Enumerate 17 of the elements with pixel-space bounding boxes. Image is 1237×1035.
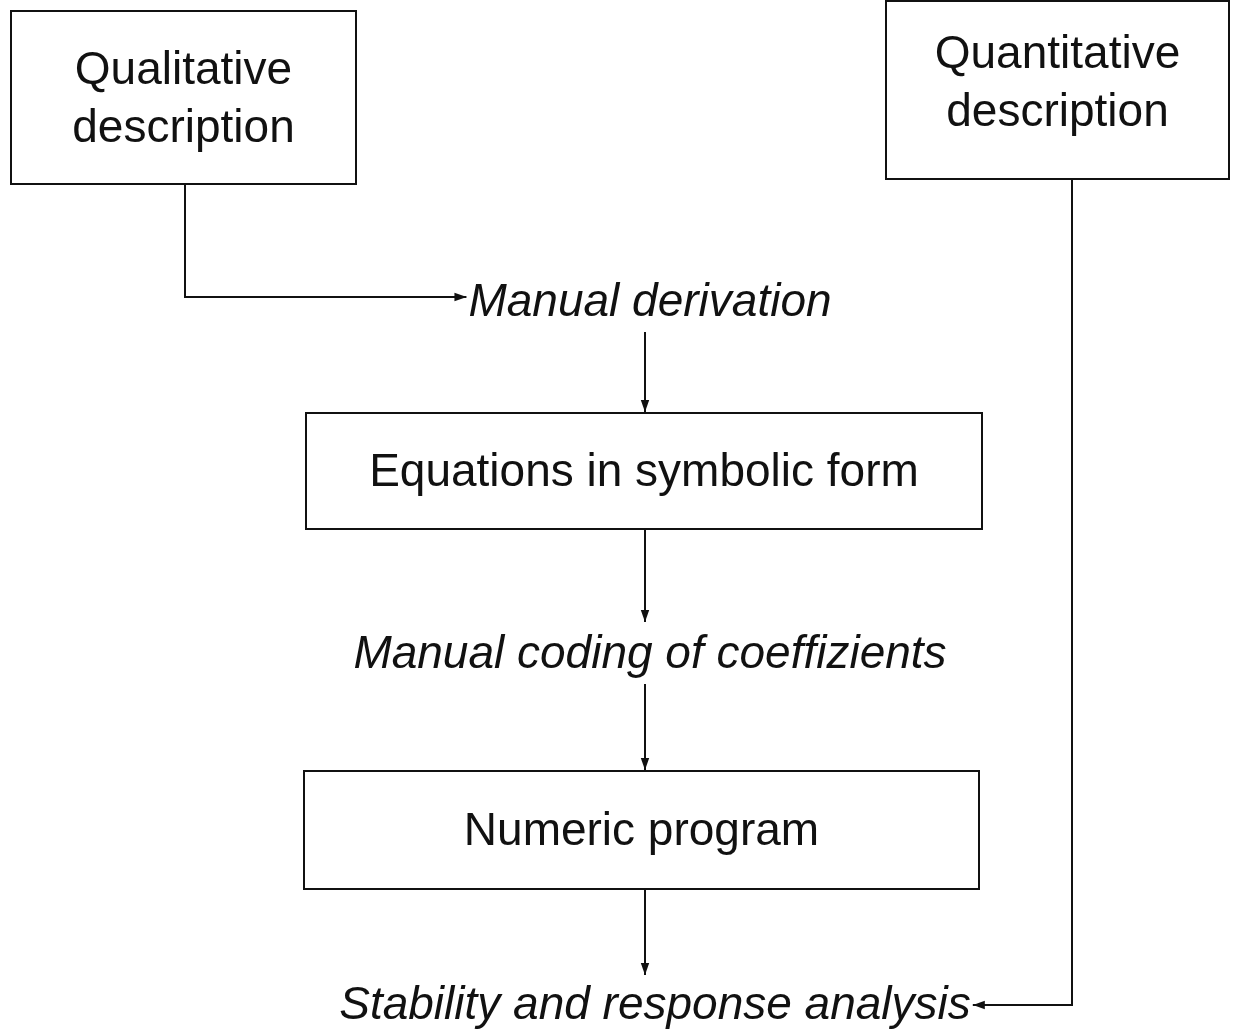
arrow [640,889,650,976]
process-box [10,10,357,185]
arrow [971,179,1073,1010]
arrow [640,529,650,623]
process-box [885,0,1230,180]
box-text: Quantitative description [933,25,1182,138]
step-label: Manual coding of coeffizients [351,622,949,684]
box-text: Equations in symbolic form [369,443,919,499]
arrow [640,331,650,413]
step-label: Stability and response analysis [337,975,973,1033]
process-box [305,412,983,530]
box-text: Numeric program [463,802,820,858]
process-box [303,770,980,890]
step-label: Manual derivation [466,270,834,332]
box-text: Qualitative description [71,41,296,154]
arrow [640,683,650,771]
arrow [184,184,468,302]
